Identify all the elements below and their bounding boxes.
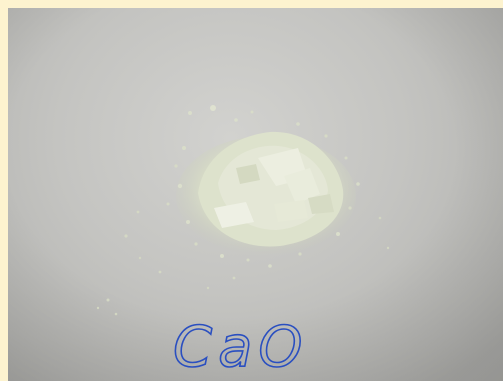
photo-canvas: CaO [8,8,503,381]
powder-pile-icon [96,105,390,316]
handwritten-label-text: CaO [173,315,309,380]
photo: CaO [8,8,503,381]
handwritten-label: CaO [172,314,309,381]
